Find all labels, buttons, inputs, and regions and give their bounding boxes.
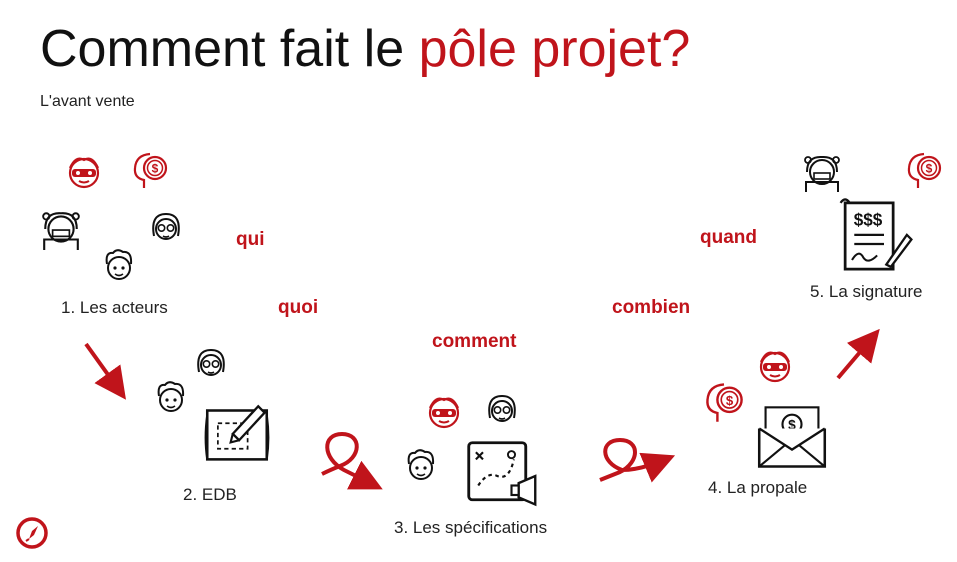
keyword-qui: qui xyxy=(236,229,265,250)
keyword-quoi: quoi xyxy=(278,297,319,318)
page-title: Comment fait le pôle projet? xyxy=(40,20,690,80)
keyword-quand: quand xyxy=(700,227,757,248)
arrow-1-to-2 xyxy=(84,342,126,400)
step-2-label: 2. EDB xyxy=(183,485,237,504)
keyword-combien: combien xyxy=(612,297,691,318)
step-3-label: 3. Les spécifications xyxy=(394,518,548,537)
arrow-4-to-5 xyxy=(836,328,880,380)
page-subtitle: L'avant vente xyxy=(40,93,135,110)
compass-logo-icon xyxy=(16,517,48,549)
title-accent: pôle projet? xyxy=(418,20,691,78)
keyword-comment: comment xyxy=(432,331,517,352)
title-main: Comment fait le xyxy=(40,20,419,78)
step-1-label: 1. Les acteurs xyxy=(61,298,168,317)
arrow-2-to-3-loop xyxy=(321,431,383,490)
step-4-label: 4. La propale xyxy=(708,478,808,497)
arrow-3-to-4-loop xyxy=(599,437,676,483)
step-5-label: 5. La signature xyxy=(810,282,923,301)
